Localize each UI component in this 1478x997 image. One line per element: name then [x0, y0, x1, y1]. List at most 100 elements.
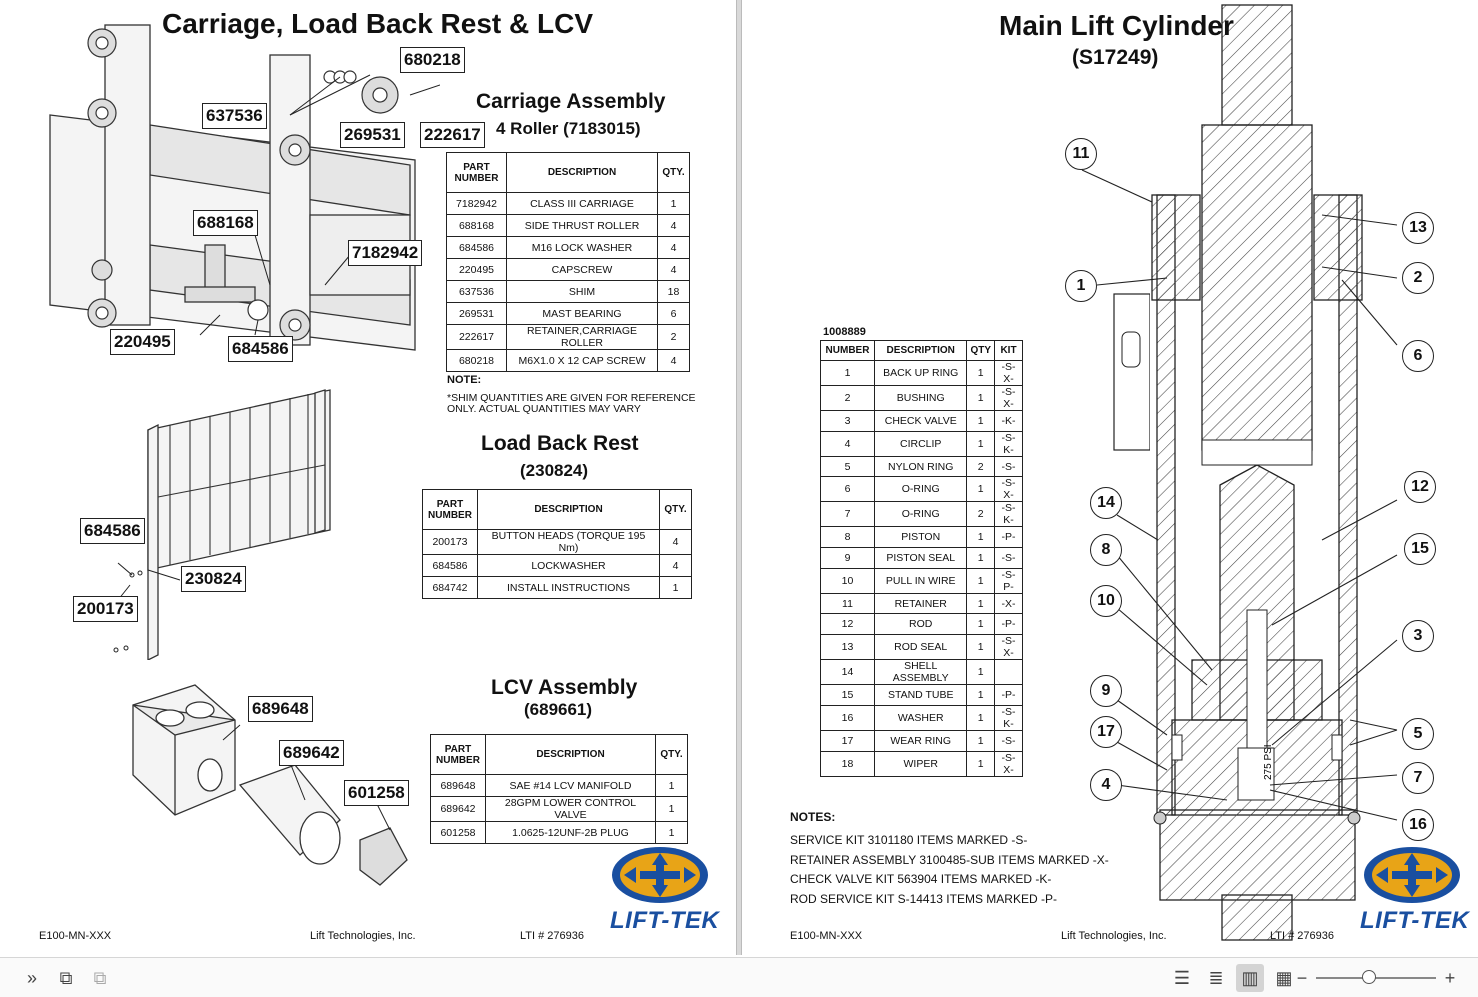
zoom-in-icon[interactable]: + [1444, 968, 1456, 988]
balloon-17: 17 [1090, 716, 1122, 748]
table-cell: BACK UP RING [873, 360, 968, 386]
table-cell: 17 [820, 729, 875, 752]
table-cell: 8 [820, 526, 875, 549]
table-cell: -S- [994, 547, 1023, 569]
grid-page-icon[interactable]: ▦ [1275, 968, 1293, 988]
zoom-slider-thumb[interactable] [1362, 970, 1376, 984]
table-cell: CHECK VALVE [873, 410, 968, 432]
table-cell: 12 [820, 613, 875, 636]
table-cell: 1 [966, 704, 995, 731]
lift-tek-logo-icon [612, 847, 708, 903]
table-cell: PISTON SEAL [873, 547, 968, 569]
table-cell: 1 [657, 192, 690, 215]
col-number: NUMBER [820, 340, 875, 361]
double-chevron-right-icon[interactable]: » [26, 968, 37, 988]
note-line: SERVICE KIT 3101180 ITEMS MARKED -S- [790, 833, 1028, 847]
two-page-icon[interactable]: ▥ [1236, 964, 1264, 992]
table-cell: SHIM [506, 280, 658, 303]
table-cell: PISTON [873, 526, 968, 549]
table-cell: WEAR RING [873, 729, 968, 752]
table-cell: 7 [820, 501, 875, 528]
table-cell: 1 [655, 796, 688, 822]
balloon-12: 12 [1404, 471, 1436, 503]
table-cell: -P- [994, 613, 1023, 636]
callout-200173: 200173 [73, 596, 138, 622]
table-caption: 1008889 [823, 326, 866, 338]
lift-tek-logo-icon [1364, 847, 1460, 903]
table-cell: WASHER [873, 704, 968, 731]
table-cell: 1 [966, 410, 995, 432]
table-cell: 1 [655, 821, 688, 844]
continuous-page-icon[interactable]: ≣ [1208, 968, 1224, 988]
balloon-1: 1 [1065, 270, 1097, 302]
callout-684586-lbr: 684586 [80, 518, 145, 544]
carriage-title: Carriage Assembly [476, 90, 666, 113]
table-cell: 2 [966, 501, 995, 528]
carriage-note-line1: *SHIM QUANTITIES ARE GIVEN FOR REFERENCE [447, 392, 696, 404]
balloon-3: 3 [1402, 620, 1434, 652]
table-cell: 4 [659, 554, 692, 577]
table-cell: 18 [657, 280, 690, 303]
carriage-note-line2: ONLY. ACTUAL QUANTITIES MAY VARY [447, 403, 641, 415]
note-line: CHECK VALVE KIT 563904 ITEMS MARKED -K- [790, 872, 1052, 886]
balloon-6: 6 [1402, 340, 1434, 372]
cylinder-title: Main Lift Cylinder [999, 10, 1234, 41]
table-cell: 4 [657, 349, 690, 372]
rotate-icon[interactable]: ⧉ [59, 968, 73, 988]
table-cell: 28GPM LOWER CONTROL VALVE [485, 796, 656, 822]
lcv-subtitle: (689661) [524, 700, 593, 719]
table-cell: 2 [820, 385, 875, 411]
table-cell: O-RING [873, 501, 968, 528]
balloon-10: 10 [1090, 585, 1122, 617]
table-cell: 269531 [446, 302, 507, 325]
table-cell: M6X1.0 X 12 CAP SCREW [506, 349, 658, 372]
table-cell: NYLON RING [873, 455, 968, 478]
table-cell: ROD SEAL [873, 634, 968, 661]
lbr-title: Load Back Rest [481, 432, 639, 455]
table-cell: 11 [820, 592, 875, 615]
table-cell: -P- [994, 684, 1023, 706]
table-cell: PULL IN WIRE [873, 567, 968, 594]
table-cell: 4 [657, 236, 690, 259]
callout-230824: 230824 [181, 566, 246, 592]
table-cell: 1 [820, 360, 875, 386]
balloon-4: 4 [1090, 769, 1122, 801]
table-cell: -K- [994, 410, 1023, 432]
footer-lti: LTI # 276936 [520, 930, 585, 942]
table-cell: 1.0625-12UNF-2B PLUG [485, 821, 656, 844]
table-cell: 5 [820, 455, 875, 478]
table-cell: 1 [966, 613, 995, 636]
table-cell: 1 [966, 567, 995, 594]
table-cell: -S-X- [994, 385, 1023, 411]
table-cell: STAND TUBE [873, 684, 968, 706]
callout-222617: 222617 [420, 122, 485, 148]
footer-lti: LTI # 276936 [1270, 930, 1335, 942]
right-page: 275 PSI Main Lift Cylinder (S [742, 0, 1478, 955]
table-cell: 15 [820, 684, 875, 706]
table-cell: 2 [657, 324, 690, 350]
table-cell: M16 LOCK WASHER [506, 236, 658, 259]
table-cell: -S-X- [994, 476, 1023, 503]
callout-601258: 601258 [344, 780, 409, 806]
single-page-icon[interactable]: ☰ [1173, 968, 1191, 988]
table-cell: 14 [820, 659, 875, 686]
zoom-out-icon[interactable]: − [1296, 968, 1308, 988]
balloon-5: 5 [1402, 718, 1434, 750]
rotate-disabled-icon[interactable]: ⧉ [93, 968, 107, 988]
table-cell: -S- [994, 455, 1023, 478]
table-cell: BUSHING [873, 385, 968, 411]
table-cell: MAST BEARING [506, 302, 658, 325]
left-page: Carriage, Load Back Rest & LCV [0, 0, 736, 955]
table-cell: -S-K- [994, 704, 1023, 731]
zoom-slider-track[interactable] [1316, 977, 1436, 979]
